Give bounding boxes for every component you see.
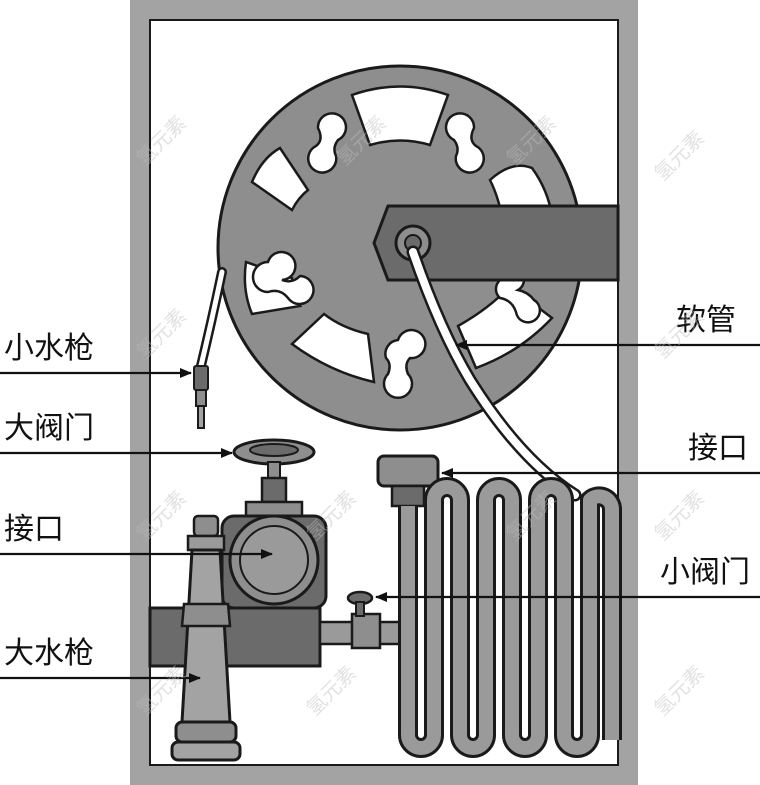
main-pipe (148, 606, 402, 668)
label-big-valve: 大阀门 (4, 411, 94, 446)
label-small-nozzle: 小水枪 (4, 331, 94, 366)
big-valve (220, 438, 328, 610)
label-right-port: 接口 (688, 431, 748, 466)
hose (406, 245, 582, 502)
label-small-valve: 小阀门 (660, 555, 750, 590)
label-hose: 软管 (676, 303, 736, 338)
small-nozzle (193, 365, 209, 429)
reel-arm (372, 204, 620, 282)
folded-pipe (398, 477, 622, 758)
right-connector (376, 454, 440, 508)
label-left-port: 接口 (4, 512, 64, 547)
small-valve (346, 590, 374, 617)
label-big-nozzle: 大水枪 (4, 636, 94, 671)
leader-lines (0, 340, 760, 683)
small-hose (195, 267, 227, 375)
